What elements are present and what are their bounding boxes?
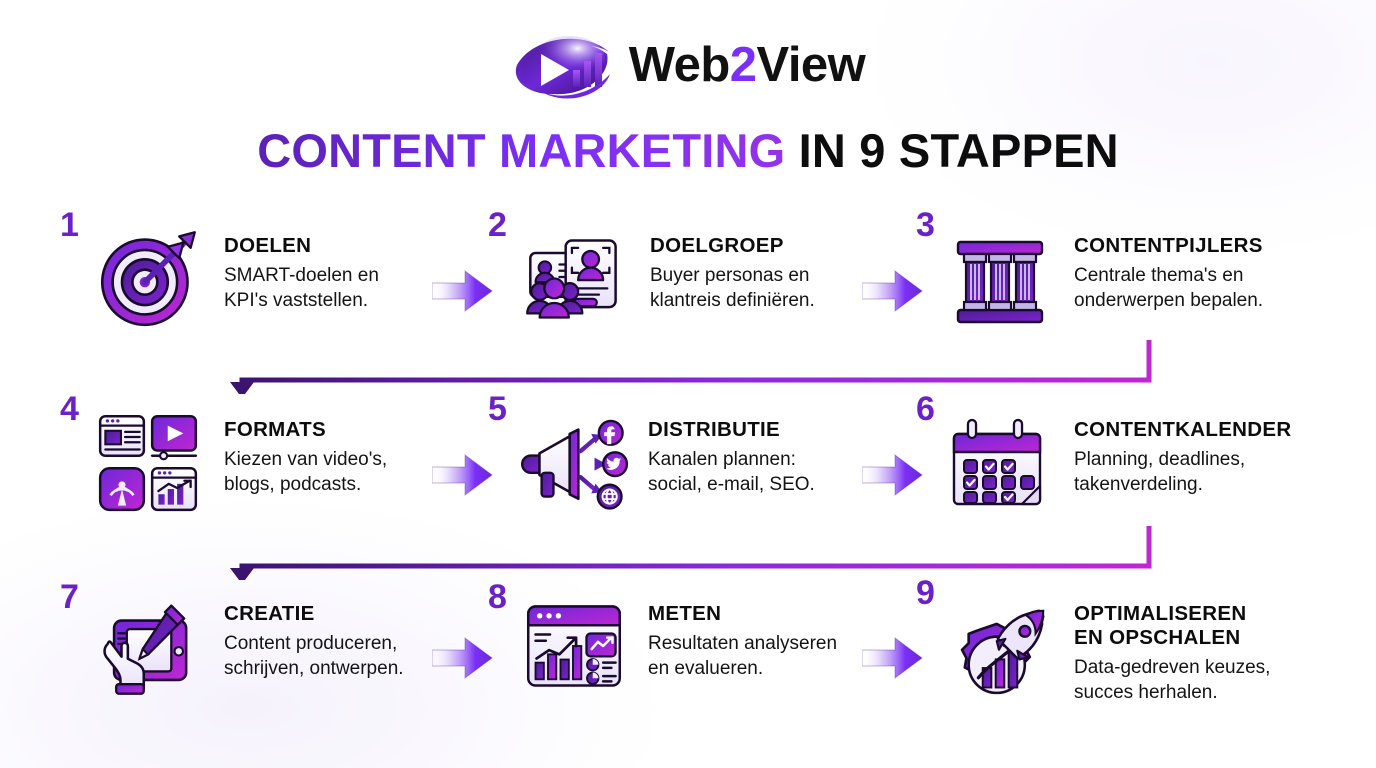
step-8-number: 8 [488,578,507,616]
row-wrap-down-arrow-connector-1 [230,340,1152,394]
step-8-desc: Resultaten analyseren en evalueren. [648,633,838,680]
step-1-title: DOELEN [224,234,312,257]
step-4: 4 [60,392,454,518]
step-4-title: FORMATS [224,418,326,441]
step-6-title: CONTENTKALENDER [1074,418,1292,441]
persona-cards-people-icon [518,222,630,334]
brand-logo: Web2View [0,28,1376,102]
brand-name: Web2View [628,37,866,92]
step-2: 2 DOELGROEP Buy [488,208,890,334]
step-8-title: METEN [648,602,722,625]
step-7-title: CREATIE [224,602,315,625]
step-3-title: CONTENTPIJLERS [1074,234,1263,257]
step-6-desc: Planning, deadlines, takenverdeling. [1074,449,1246,496]
step-8: 8 [488,580,898,702]
row-wrap-down-arrow-connector-2 [230,526,1152,580]
step-3: 3 [916,208,1334,334]
brand-name-part2: View [756,37,866,92]
step-1-desc: SMART-doelen en KPI's vaststellen. [224,265,379,312]
step-7: 7 CREATIE Content produceren, schrijven,… [60,580,469,702]
drawing-tablet-stylus-hand-icon [92,590,204,702]
page-title-plain: IN 9 STAPPEN [785,124,1119,177]
step-7-number: 7 [60,578,79,616]
step-6-number: 6 [916,390,935,428]
step-2-desc: Buyer personas en klantreis definiëren. [650,265,815,312]
page-title: CONTENT MARKETING IN 9 STAPPEN [0,126,1376,175]
right-arrow-icon-1 [432,270,493,312]
right-arrow-icon-3 [432,454,493,496]
right-arrow-icon-5 [432,637,493,679]
step-6: 6 [916,392,1344,518]
step-1-number: 1 [60,206,79,244]
megaphone-social-channels-icon [518,406,630,518]
step-4-number: 4 [60,390,79,428]
step-2-title: DOELGROEP [650,234,784,257]
step-9-number: 9 [916,574,935,612]
step-2-number: 2 [488,206,507,244]
step-7-desc: Content produceren, schrijven, ontwerpen… [224,633,404,680]
step-5: 5 D [488,392,888,518]
analytics-dashboard-window-icon [518,590,630,702]
step-3-number: 3 [916,206,935,244]
brand-name-part1: Web [628,37,731,92]
step-9: 9 OPTIMALISEREN EN OPSCHALEN Data-gedrev… [916,576,1334,710]
media-formats-grid-icon [92,406,204,518]
page-title-accent: CONTENT MARKETING [257,124,786,177]
rocket-gear-growth-icon [944,598,1056,710]
right-arrow-icon-2 [862,270,923,312]
step-5-number: 5 [488,390,507,428]
brand-name-highlight: 2 [729,37,757,92]
target-arrow-icon [92,222,204,334]
step-9-desc: Data-gedreven keuzes, succes herhalen. [1074,657,1271,704]
step-3-desc: Centrale thema's en onderwerpen bepalen. [1074,265,1264,312]
pillars-temple-icon [944,222,1056,334]
step-5-title: DISTRIBUTIE [648,418,780,441]
step-4-desc: Kiezen van video's, blogs, podcasts. [224,449,388,496]
calendar-checkmarks-icon [944,406,1056,518]
web2view-eye-play-chart-logo-icon [515,36,610,99]
step-5-desc: Kanalen plannen: social, e-mail, SEO. [648,449,815,496]
step-1: 1 DOELEN SMART-doelen en KPI's vaststell… [60,208,444,334]
right-arrow-icon-6 [862,637,923,679]
step-9-title: OPTIMALISEREN EN OPSCHALEN [1074,602,1247,650]
right-arrow-icon-4 [862,454,923,496]
